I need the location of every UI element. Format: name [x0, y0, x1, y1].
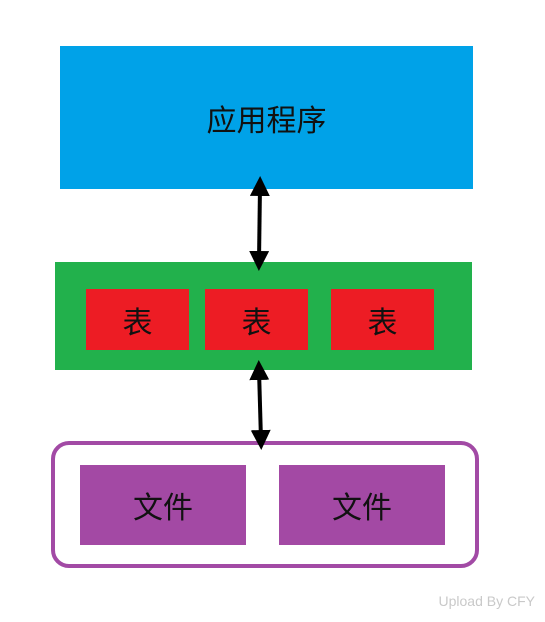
table-label-2: 表 [241, 305, 272, 341]
arrow-table-file [249, 360, 271, 450]
table-box-3: 表 [331, 289, 434, 350]
application-box: 应用程序 [60, 46, 473, 189]
table-box-2: 表 [205, 289, 308, 350]
file-label-2: 文件 [332, 491, 392, 526]
application-label: 应用程序 [206, 103, 327, 139]
file-box-2: 文件 [279, 465, 445, 545]
table-label-3: 表 [367, 305, 398, 341]
table-box-1: 表 [86, 289, 189, 350]
file-box-1: 文件 [80, 465, 246, 545]
arrow-app-table [249, 176, 270, 271]
table-label-1: 表 [122, 305, 153, 341]
file-label-1: 文件 [133, 491, 193, 526]
watermark-text: Upload By CFY [438, 593, 535, 609]
